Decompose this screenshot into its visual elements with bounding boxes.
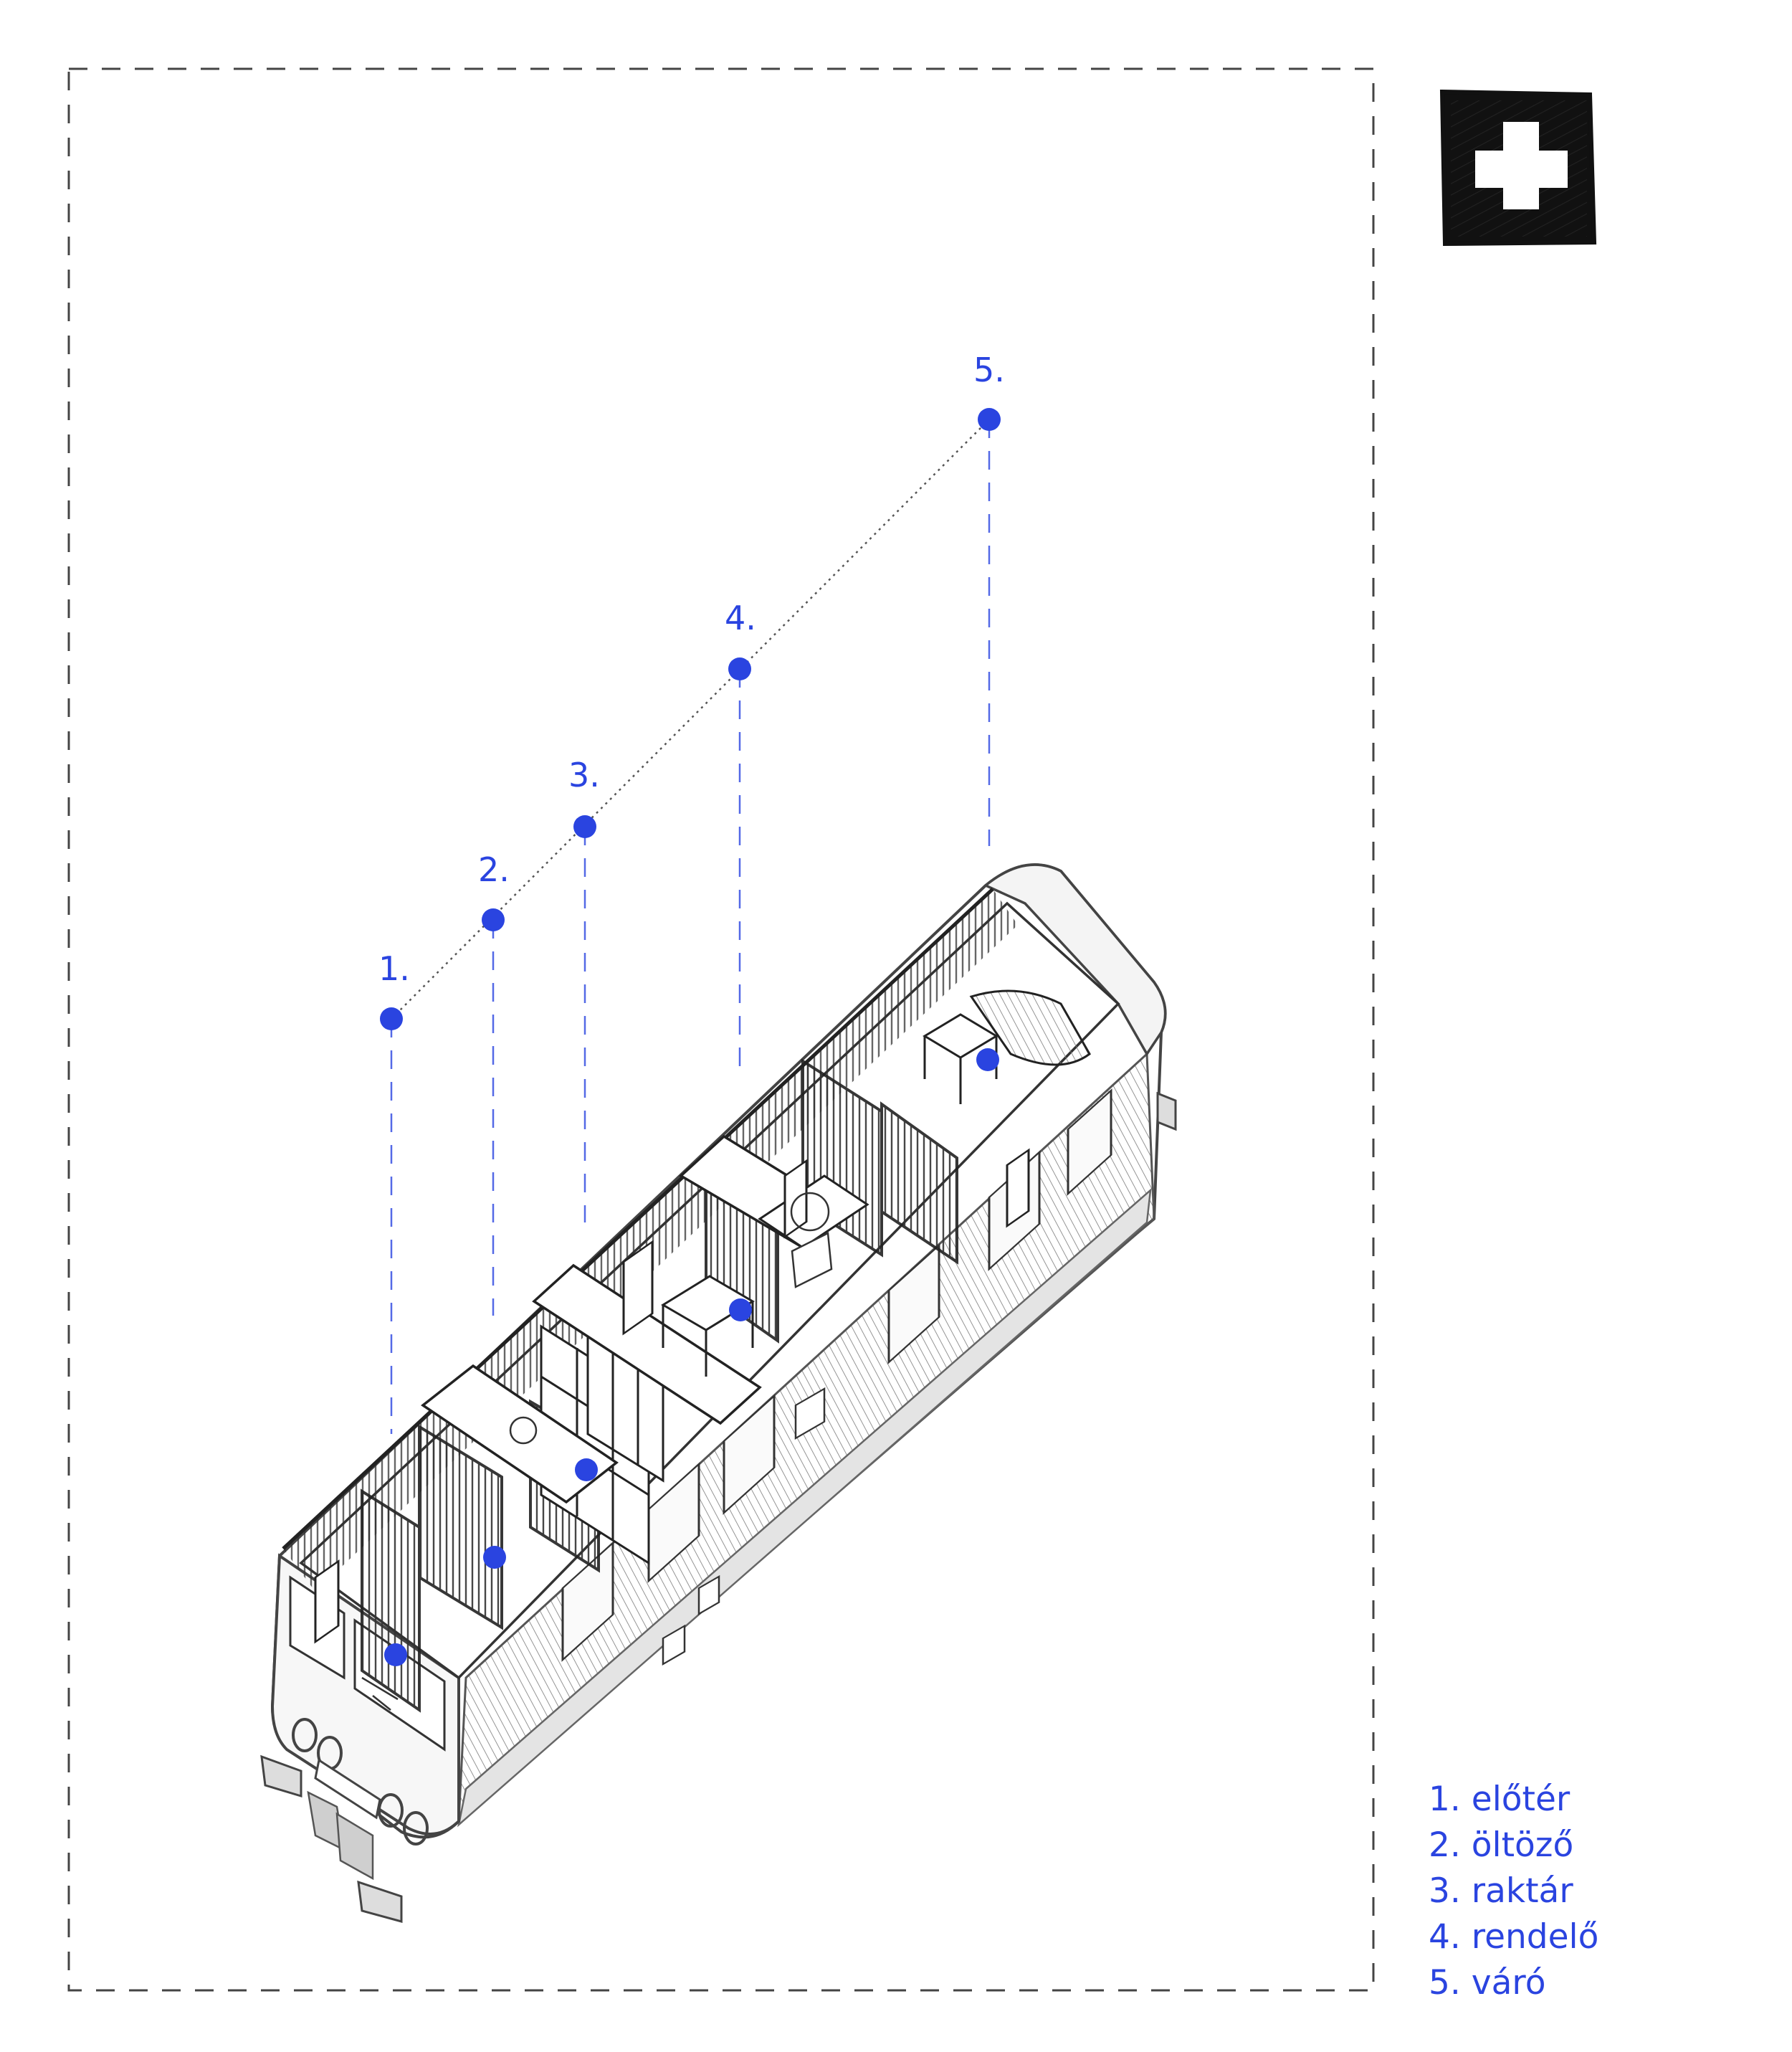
marker-label-2: 2. (478, 850, 510, 889)
legend-item-4: 4. rendelő (1429, 1917, 1599, 1957)
marker-dot-room-5 (976, 1048, 999, 1071)
marker-dot-top-3 (573, 815, 596, 838)
dashed-frame (67, 67, 1375, 1992)
marker-group-2: 2. (478, 850, 510, 1569)
marker-dot-top-2 (482, 908, 505, 931)
train-illustration (260, 863, 1177, 1923)
marker-label-5: 5. (973, 351, 1005, 389)
marker-dot-top-4 (728, 657, 751, 680)
room-legend: 1. előtér 2. öltöző 3. raktár 4. rendelő… (1429, 1777, 1598, 2006)
marker-dot-room-1 (384, 1643, 407, 1666)
marker-dot-top-1 (380, 1007, 403, 1030)
marker-dot-room-4 (729, 1298, 752, 1321)
marker-label-1: 1. (378, 949, 410, 988)
diagonal-connector (391, 419, 990, 1020)
marker-group-3: 3. (568, 756, 600, 1481)
marker-dot-top-5 (978, 408, 1001, 431)
marker-label-3: 3. (568, 756, 600, 794)
legend-item-5: 5. váró (1429, 1963, 1546, 2003)
marker-dot-room-3 (575, 1458, 598, 1481)
marker-group-5: 5. (973, 351, 1005, 1071)
marker-group-4: 4. (725, 599, 756, 1321)
marker-dot-room-2 (483, 1546, 506, 1569)
legend-item-1: 1. előtér (1429, 1780, 1571, 1819)
marker-group-1: 1. (378, 949, 410, 1666)
marker-label-4: 4. (725, 599, 756, 637)
medical-cross-icon (1439, 89, 1597, 247)
marker-guides (390, 419, 991, 1434)
legend-item-3: 3. raktár (1429, 1871, 1573, 1911)
legend-item-2: 2. öltöző (1429, 1825, 1574, 1865)
